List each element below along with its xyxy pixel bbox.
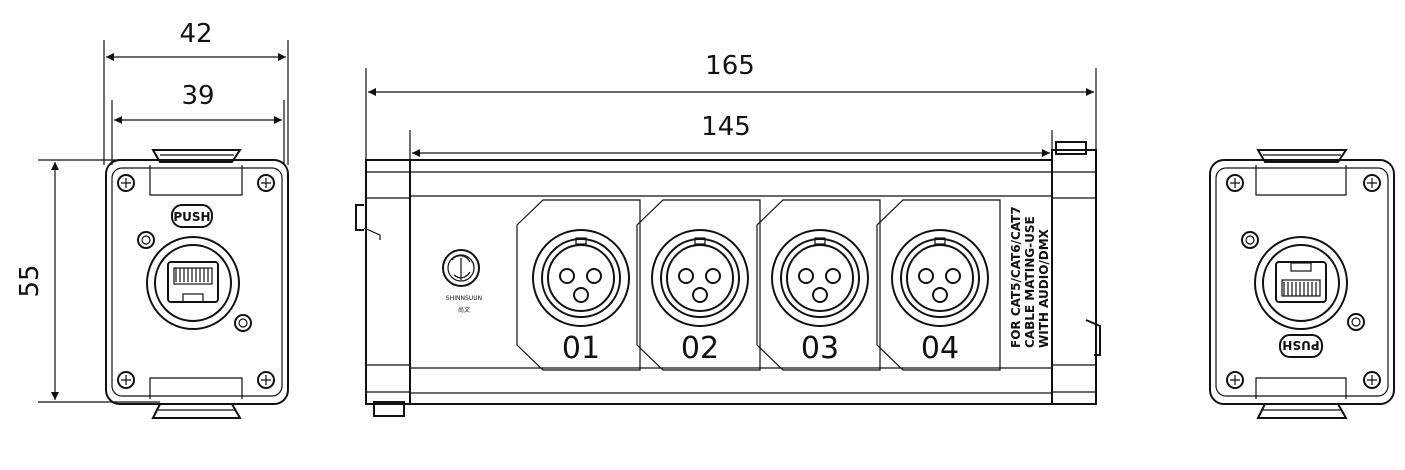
- xlr-port-icon: [771, 229, 869, 327]
- screw-icon: [1226, 174, 1244, 192]
- svg-text:CABLE MATING-USE: CABLE MATING-USE: [1023, 216, 1037, 348]
- side-text-block: FOR CAT5/CAT6/CAT7 CABLE MATING-USE WITH…: [1009, 206, 1051, 348]
- screw-icon: [257, 174, 275, 192]
- svg-text:SHINNSUUN: SHINNSUUN: [446, 295, 482, 302]
- screw-icon: [1363, 174, 1381, 192]
- side-view: 165 145 SHINNSUUN 尚文: [355, 51, 1101, 417]
- back-view: PUSH: [1209, 149, 1395, 419]
- svg-text:WITH AUDIO/DMX: WITH AUDIO/DMX: [1037, 228, 1051, 348]
- screw-icon: [117, 371, 135, 389]
- brand-logo: SHINNSUUN 尚文: [442, 249, 482, 314]
- xlr-port-icon: [532, 229, 630, 327]
- rj45-port-icon: [1254, 236, 1348, 330]
- dim-width-inner: 39: [181, 81, 214, 111]
- svg-text:尚文: 尚文: [458, 306, 470, 314]
- screw-icon: [1226, 371, 1244, 389]
- push-label-front: PUSH: [173, 210, 210, 224]
- push-label-back: PUSH: [1282, 338, 1319, 352]
- dim-width-outer: 42: [179, 19, 212, 49]
- port-label-02: 02: [681, 331, 719, 366]
- port-label-01: 01: [562, 331, 600, 366]
- front-view: 42 39 55 PUSH: [15, 19, 289, 419]
- dim-height: 55: [15, 264, 45, 297]
- screw-icon: [117, 174, 135, 192]
- port-label-04: 04: [921, 331, 959, 366]
- screw-icon: [257, 371, 275, 389]
- dim-length-outer: 165: [705, 51, 755, 81]
- xlr-port-icon: [651, 229, 749, 327]
- dim-length-inner: 145: [701, 112, 751, 142]
- port-label-03: 03: [801, 331, 839, 366]
- svg-text:FOR CAT5/CAT6/CAT7: FOR CAT5/CAT6/CAT7: [1009, 206, 1023, 348]
- screw-icon: [1363, 371, 1381, 389]
- rj45-port-icon: [146, 236, 240, 330]
- xlr-port-icon: [891, 229, 989, 327]
